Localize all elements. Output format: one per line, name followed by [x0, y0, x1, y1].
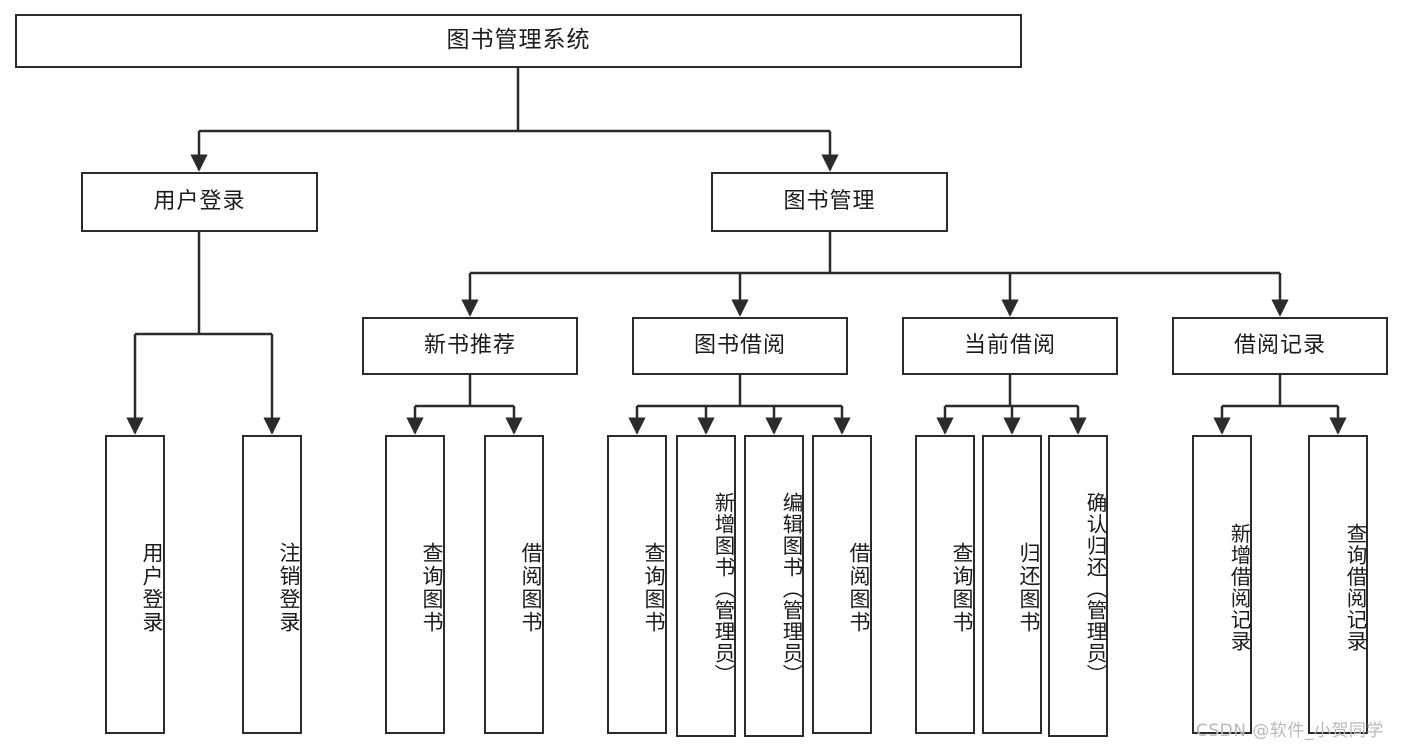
node-current-borrow[interactable]: 当前借阅: [902, 317, 1118, 375]
leaf-borrow-book-newbook[interactable]: 借阅图书: [484, 435, 544, 734]
node-book-management[interactable]: 图书管理: [711, 172, 948, 232]
leaf-query-book-current[interactable]: 查询图书: [915, 435, 975, 734]
leaf-add-borrow-record[interactable]: 新增借阅记录: [1192, 435, 1252, 734]
leaf-return-book[interactable]: 归还图书: [982, 435, 1042, 734]
leaf-borrow-book[interactable]: 借阅图书: [812, 435, 872, 734]
leaf-edit-book-admin[interactable]: 编辑图书（管理员）: [744, 435, 804, 737]
leaf-query-borrow-record[interactable]: 查询借阅记录: [1308, 435, 1368, 734]
leaf-confirm-return-admin[interactable]: 确认归还（管理员）: [1048, 435, 1108, 737]
node-user-login[interactable]: 用户登录: [81, 172, 318, 232]
leaf-logout[interactable]: 注销登录: [242, 435, 302, 734]
leaf-query-book-borrow[interactable]: 查询图书: [607, 435, 667, 734]
node-borrow-record[interactable]: 借阅记录: [1172, 317, 1388, 375]
node-root[interactable]: 图书管理系统: [15, 14, 1022, 68]
leaf-query-book-newbook[interactable]: 查询图书: [385, 435, 445, 734]
node-book-borrow[interactable]: 图书借阅: [632, 317, 848, 375]
csdn-watermark: CSDN @软件_小贺同学: [1196, 721, 1384, 741]
node-new-book-recommend[interactable]: 新书推荐: [362, 317, 578, 375]
leaf-user-login[interactable]: 用户登录: [105, 435, 165, 734]
leaf-add-book-admin[interactable]: 新增图书（管理员）: [676, 435, 736, 737]
